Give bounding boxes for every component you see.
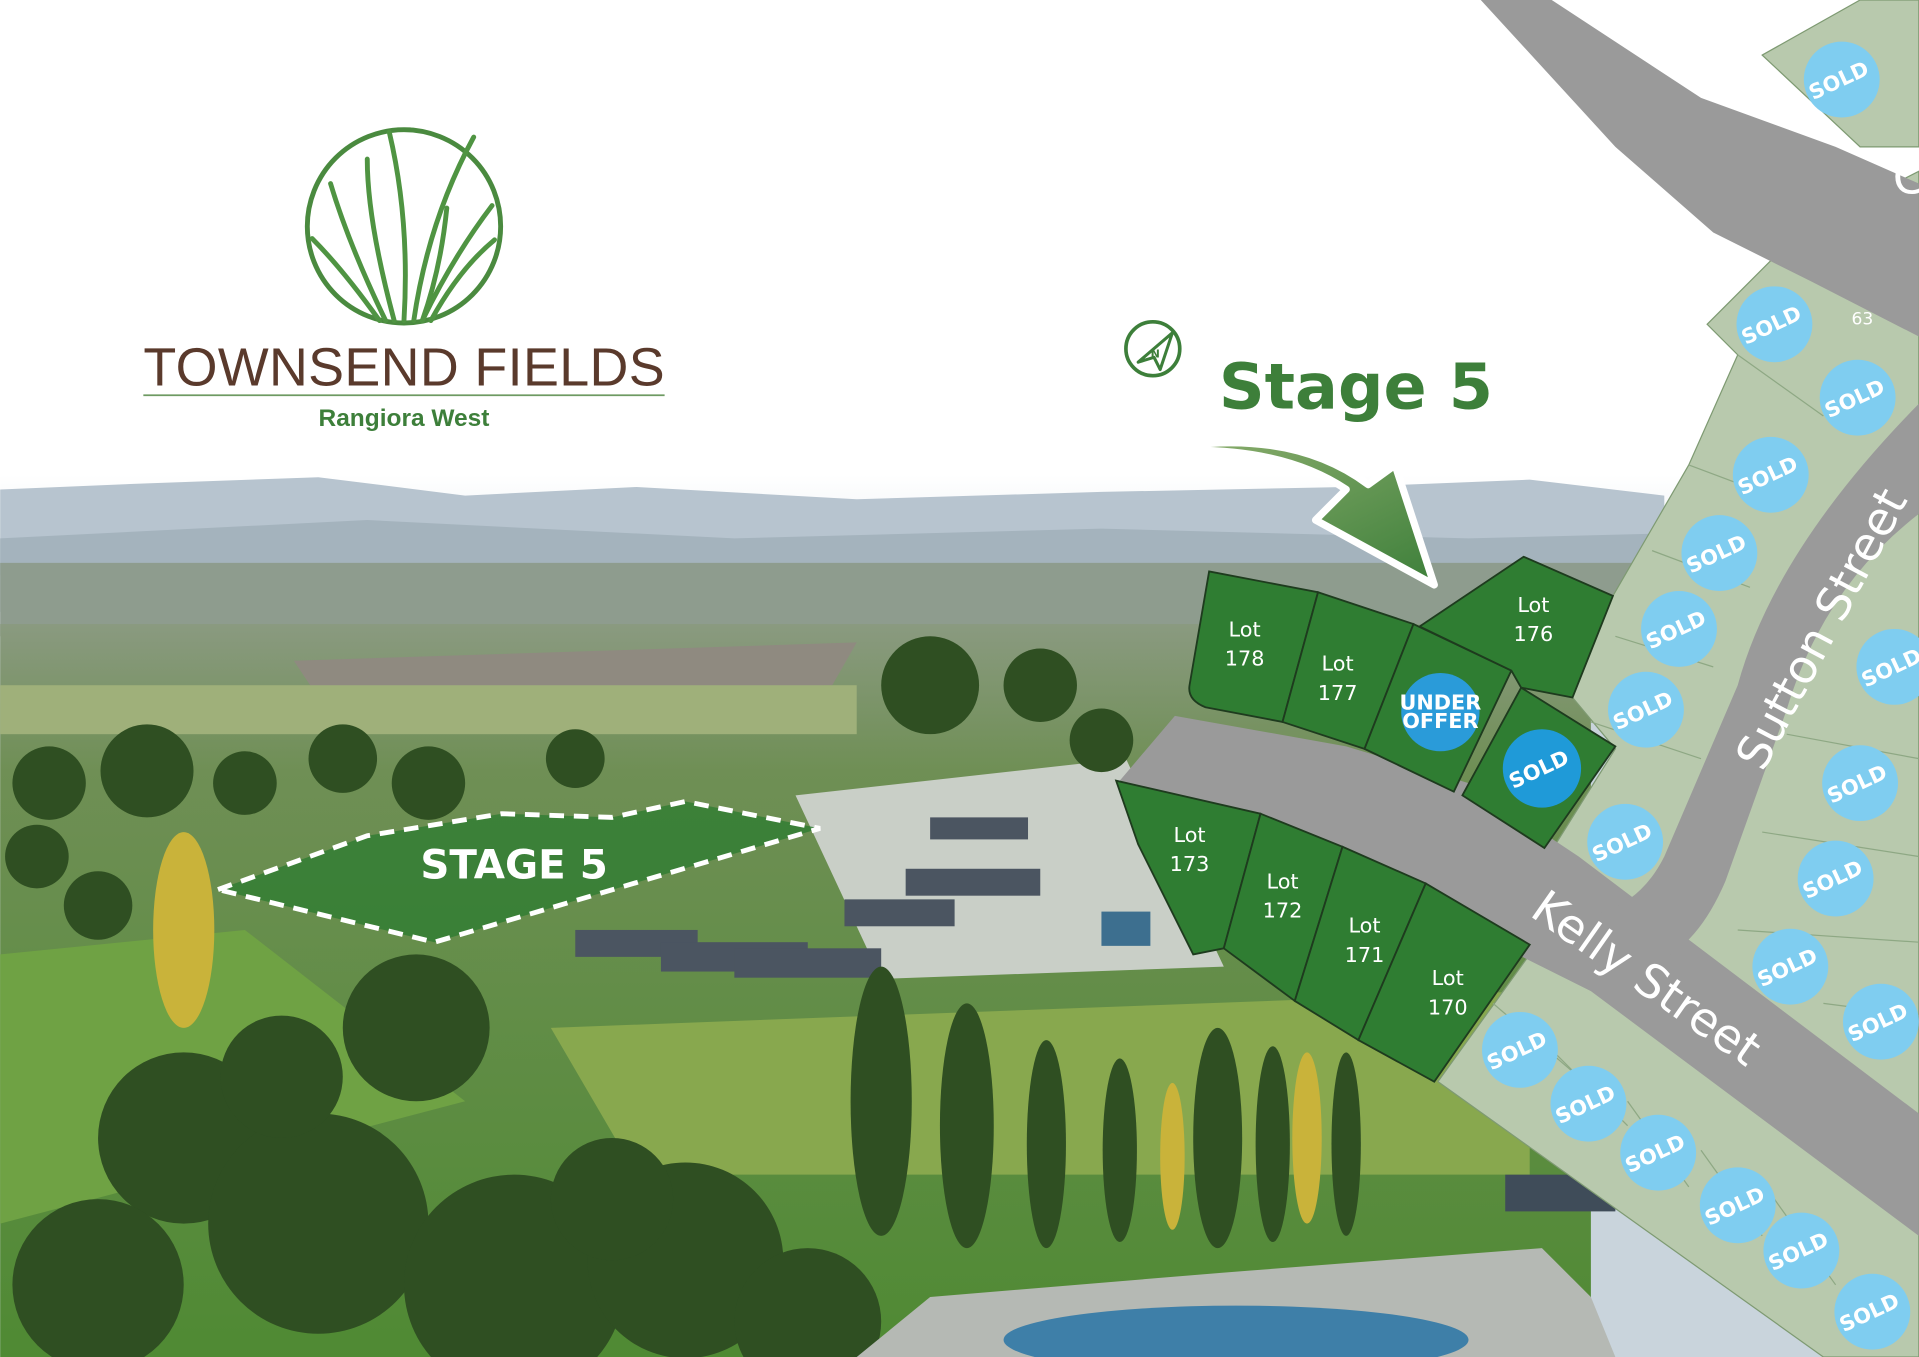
sold-badge: SOLD xyxy=(1842,983,1919,1060)
stage-5-photo-area[interactable]: STAGE 5 xyxy=(209,798,821,945)
sold-badge-stage5: SOLD xyxy=(1502,729,1582,808)
svg-text:N: N xyxy=(1151,347,1160,360)
lot-176[interactable] xyxy=(1417,555,1615,699)
lot-173[interactable] xyxy=(1114,779,1262,956)
sold-badges: SOLDSOLDSOLDSOLDSOLDSOLDSOLDSOLDSOLDSOLD… xyxy=(1481,41,1919,1350)
svg-text:OFFER: OFFER xyxy=(1402,709,1478,733)
sold-badge: SOLD xyxy=(1587,803,1664,880)
sold-badge: SOLD xyxy=(1752,928,1829,1005)
grass-circle-icon xyxy=(304,127,504,326)
svg-text:UNDER: UNDER xyxy=(1399,691,1481,715)
sold-badge: SOLD xyxy=(1803,41,1880,118)
partial-lot-number: 63 xyxy=(1852,309,1874,329)
lot-170[interactable] xyxy=(1357,882,1532,1083)
sold-badge: SOLD xyxy=(1732,436,1809,513)
lot-178[interactable] xyxy=(1188,570,1320,723)
sold-badge: SOLD xyxy=(1681,515,1758,592)
stage-heading: Stage 5 xyxy=(1219,351,1493,425)
stage-5-photo-label: STAGE 5 xyxy=(420,842,608,889)
logo-subtitle: Rangiora West xyxy=(319,405,490,432)
sold-badge: SOLD xyxy=(1481,1011,1558,1088)
sold-badge: SOLD xyxy=(1550,1065,1627,1142)
sold-badge: SOLD xyxy=(1856,628,1919,705)
sold-badge: SOLD xyxy=(1763,1212,1840,1289)
sold-badge: SOLD xyxy=(1608,671,1684,748)
under-offer-badge: UNDER OFFER xyxy=(1399,672,1481,752)
sold-badge: SOLD xyxy=(1797,840,1874,917)
sold-badge: SOLD xyxy=(1699,1167,1776,1244)
sold-badge: SOLD xyxy=(1834,1273,1911,1350)
logo-title: TOWNSEND FIELDS xyxy=(143,337,664,397)
sold-badge: SOLD xyxy=(1736,286,1813,363)
sold-badge: SOLD xyxy=(1641,591,1717,667)
sold-badge: SOLD xyxy=(1819,359,1896,436)
sold-badge: SOLD xyxy=(1620,1114,1697,1191)
partial-street-label: C xyxy=(1893,150,1919,204)
north-arrow-icon: N xyxy=(1124,319,1182,378)
pointer-arrow xyxy=(1140,439,1438,589)
sold-badge: SOLD xyxy=(1822,745,1899,822)
townsend-fields-logo: TOWNSEND FIELDS Rangiora West xyxy=(143,127,665,432)
